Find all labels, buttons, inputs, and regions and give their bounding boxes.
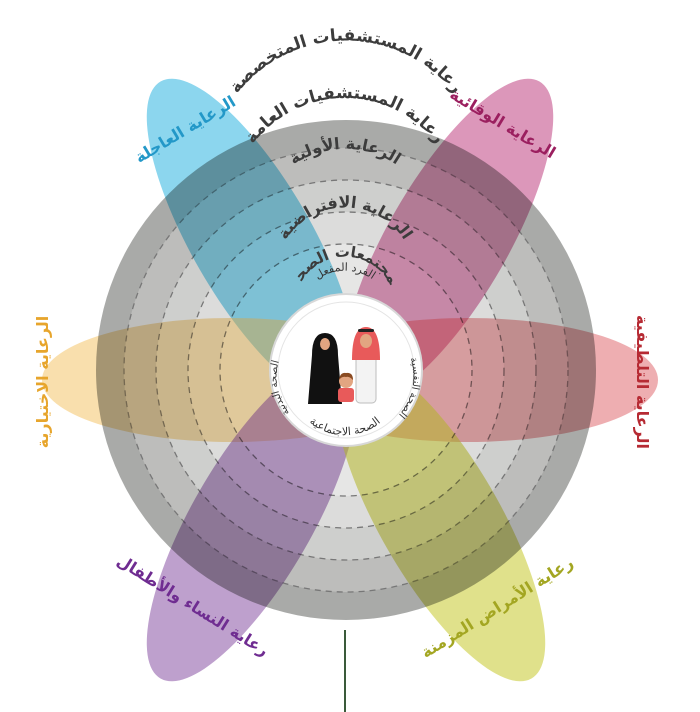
man-face [360,334,372,348]
child-body [338,388,354,402]
petal-chronic-care [334,358,546,682]
woman-face [320,338,330,350]
child-hair [339,372,353,380]
label-elective-care: الرعاية الاختيارية [33,316,52,449]
child-head [339,374,353,388]
family-icon [308,327,380,404]
center-individual: الفرد المفعل الصحة الاجتماعية الصحة البد… [268,261,423,447]
petal-women-children-care [146,358,358,682]
woman-figure [308,333,342,404]
label-palliative-care: الرعاية التلطيفية [633,315,652,449]
center-inner-ring [277,301,415,439]
center-label-activated-individual: الفرد المفعل [312,261,378,282]
man-agal [358,329,374,332]
center-circle [269,293,423,447]
